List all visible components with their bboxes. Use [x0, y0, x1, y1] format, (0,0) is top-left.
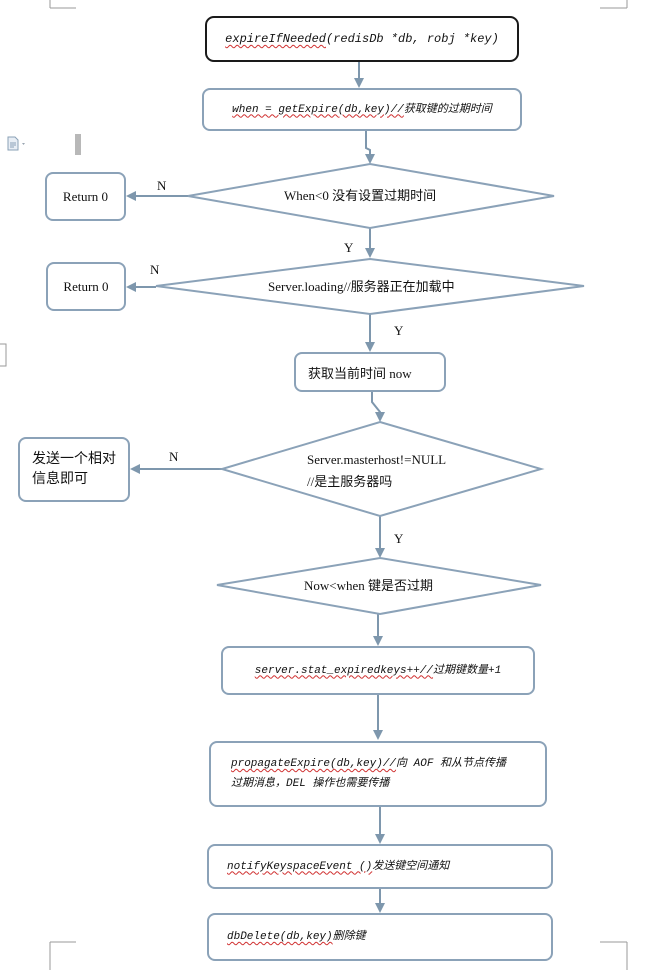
propagate-comment-2: 过期消息，DEL 操作也需要传播 [231, 778, 390, 790]
now-label: 获取当前时间 now [308, 365, 412, 381]
node-get-expire[interactable]: when = getExpire(db,key)//获取键的过期时间 [202, 88, 522, 131]
node-delete[interactable]: dbDelete(db,key)删除键 [207, 913, 553, 961]
return0-a-label: Return 0 [62, 188, 109, 204]
arrow-getexpire-to-when [365, 131, 375, 164]
crop-mark-bottom-left [49, 941, 76, 970]
stat-code: server.stat_expiredkeys++// [254, 664, 434, 677]
start-fn-name: expireIfNeeded [225, 32, 326, 46]
decision-master-line2: //是主服务器吗 [307, 474, 393, 489]
decision-nowwhen-diamond [216, 556, 542, 616]
node-propagate[interactable]: propagateExpire(db,key)//向 AOF 和从节点传播 过期… [209, 741, 547, 807]
node-send-msg[interactable]: 发送一个相对 信息即可 [18, 437, 130, 502]
decision-master-diamond [218, 420, 545, 518]
notify-code: notifyKeyspaceEvent () [227, 860, 373, 873]
start-fn-args: (redisDb *db, robj *key) [326, 32, 499, 46]
propagate-comment-1: 向 AOF 和从节点传播 [396, 758, 507, 770]
arrow-now-to-master [371, 392, 385, 422]
delete-comment: 删除键 [332, 931, 366, 943]
send-msg-line2: 信息即可 [32, 471, 88, 487]
node-stat[interactable]: server.stat_expiredkeys++//过期键数量+1 [221, 646, 535, 695]
document-icon[interactable] [6, 136, 28, 152]
crop-mark-bottom-right [600, 941, 628, 970]
decision-when-diamond [187, 162, 555, 230]
decision-loading-diamond [155, 257, 585, 316]
edge-label-y2: Y [394, 323, 404, 338]
return0-b-label: Return 0 [63, 278, 109, 294]
delete-code: dbDelete(db,key) [227, 931, 333, 943]
get-expire-comment: 获取键的过期时间 [403, 103, 492, 116]
node-start[interactable]: expireIfNeeded(redisDb *db, robj *key) [205, 16, 519, 62]
node-return0-a[interactable]: Return 0 [45, 172, 126, 221]
get-expire-code: when = getExpire(db,key)// [232, 103, 404, 116]
grey-scroll-marker [75, 134, 81, 155]
stat-comment: 过期键数量+1 [433, 664, 502, 677]
left-margin-bracket [0, 343, 7, 367]
decision-master-line1: Server.masterhost!=NULL [307, 452, 447, 467]
decision-nowwhen-label: Now<when 键是否过期 [304, 578, 434, 593]
crop-mark-top-right [600, 0, 628, 9]
node-notify[interactable]: notifyKeyspaceEvent ()发送键空间通知 [207, 844, 553, 889]
decision-when-label: When<0 没有设置过期时间 [284, 188, 437, 203]
node-now[interactable]: 获取当前时间 now [294, 352, 446, 392]
decision-loading-label: Server.loading//服务器正在加载中 [268, 279, 455, 294]
crop-mark-top-left [49, 0, 76, 9]
node-return0-b[interactable]: Return 0 [46, 262, 126, 311]
send-msg-line1: 发送一个相对 [32, 451, 116, 467]
edge-label-y3: Y [394, 531, 404, 546]
edge-label-n1: N [157, 178, 167, 193]
notify-comment: 发送键空间通知 [372, 860, 450, 873]
propagate-code: propagateExpire(db,key)// [231, 758, 397, 770]
edge-label-n2: N [150, 262, 160, 277]
edge-label-n3: N [169, 449, 179, 464]
edge-label-y1: Y [344, 240, 354, 255]
